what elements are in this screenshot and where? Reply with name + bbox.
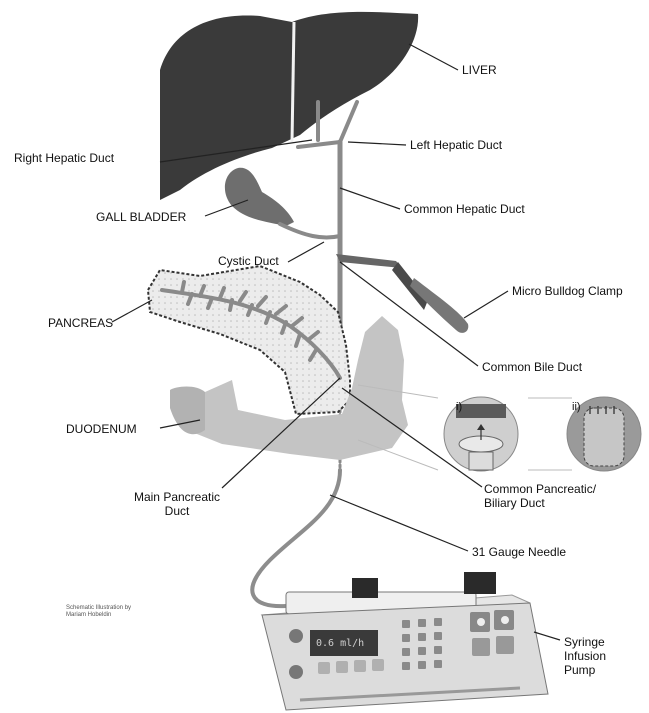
- label-common-hepatic-duct: Common Hepatic Duct: [404, 202, 525, 216]
- label-syringe-pump-line1: Syringe: [564, 635, 606, 649]
- label-common-pancreatic-biliary-line2: Biliary Duct: [484, 496, 596, 510]
- gall-bladder: [225, 168, 294, 226]
- label-common-pancreatic-biliary-line1: Common Pancreatic/: [484, 482, 596, 496]
- illustration-credit-line2: Mariam Hobeldin: [66, 612, 131, 619]
- label-cystic-duct: Cystic Duct: [218, 254, 279, 268]
- label-common-pancreatic-biliary-duct: Common Pancreatic/ Biliary Duct: [484, 482, 596, 510]
- label-syringe-pump-line2: Infusion: [564, 649, 606, 663]
- micro-bulldog-clamp: [336, 254, 468, 333]
- label-inset-ii: ii): [572, 400, 581, 414]
- illustration-credit-line1: Schematic Illustration by: [66, 605, 131, 612]
- pump-display-readout: 0.6 ml/h: [316, 637, 364, 651]
- tubing: [252, 470, 340, 606]
- label-right-hepatic-duct: Right Hepatic Duct: [14, 151, 114, 165]
- syringe-infusion-pump: [262, 572, 548, 710]
- label-syringe-infusion-pump: Syringe Infusion Pump: [564, 635, 606, 677]
- label-main-pancreatic-duct: Main Pancreatic Duct: [122, 490, 232, 518]
- label-micro-bulldog-clamp: Micro Bulldog Clamp: [512, 284, 623, 298]
- label-inset-i: i): [456, 400, 462, 414]
- label-syringe-pump-line3: Pump: [564, 663, 606, 677]
- illustration-credit: Schematic Illustration by Mariam Hobeldi…: [66, 605, 131, 619]
- liver: [160, 12, 418, 200]
- label-left-hepatic-duct: Left Hepatic Duct: [410, 138, 502, 152]
- label-common-bile-duct: Common Bile Duct: [482, 360, 582, 374]
- label-main-pancreatic-duct-line2: Duct: [122, 504, 232, 518]
- label-31-gauge-needle: 31 Gauge Needle: [472, 545, 566, 559]
- label-duodenum: DUODENUM: [66, 422, 137, 436]
- label-gall-bladder: GALL BLADDER: [96, 210, 186, 224]
- label-liver: LIVER: [462, 63, 497, 77]
- label-pancreas: PANCREAS: [48, 316, 113, 330]
- label-main-pancreatic-duct-line1: Main Pancreatic: [122, 490, 232, 504]
